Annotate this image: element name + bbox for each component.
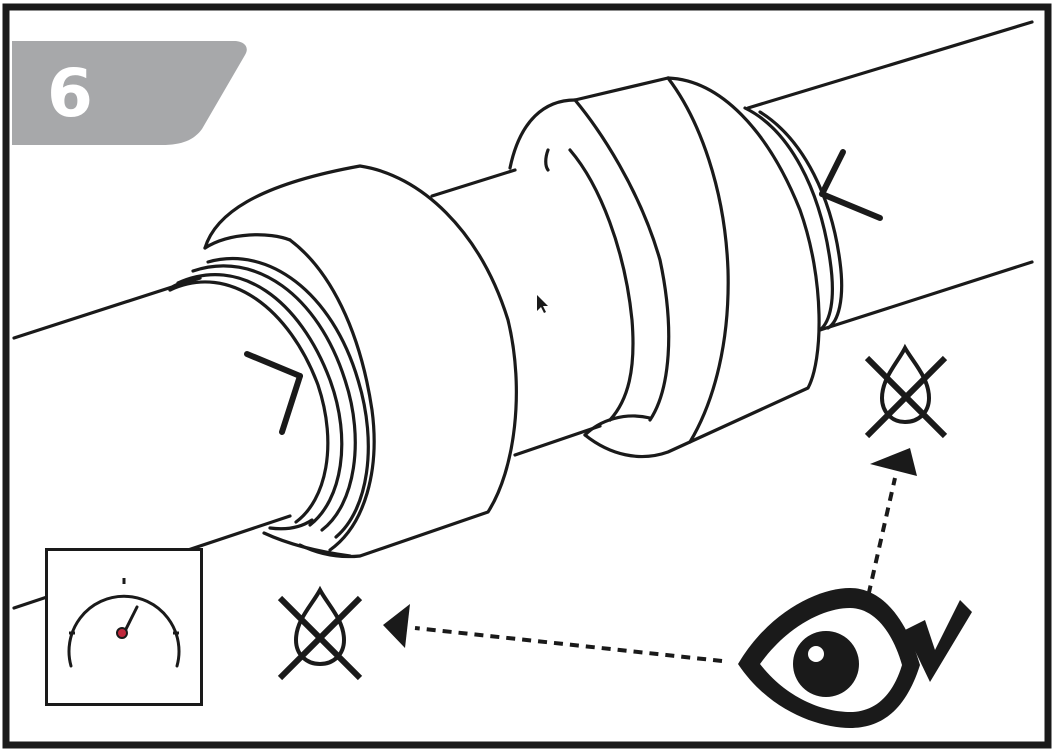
eye-icon — [738, 588, 920, 728]
check-mark-icon — [905, 600, 972, 682]
pressure-gauge-icon — [45, 548, 203, 706]
insert-arrow-left — [244, 351, 303, 435]
no-leak-drop-icon — [864, 343, 948, 439]
inspection-lines — [414, 477, 897, 663]
step-number: 6 — [47, 55, 93, 132]
right-pipe — [746, 20, 1034, 332]
no-leak-drop-icon — [277, 585, 363, 681]
arrowhead-left — [383, 604, 410, 648]
insert-arrow-right — [819, 149, 883, 221]
cursor-icon — [537, 295, 548, 313]
step-badge — [12, 41, 247, 145]
left-fitting — [168, 164, 518, 559]
middle-pipe — [430, 168, 602, 457]
right-fitting — [508, 76, 844, 459]
arrowhead-up — [870, 448, 917, 476]
